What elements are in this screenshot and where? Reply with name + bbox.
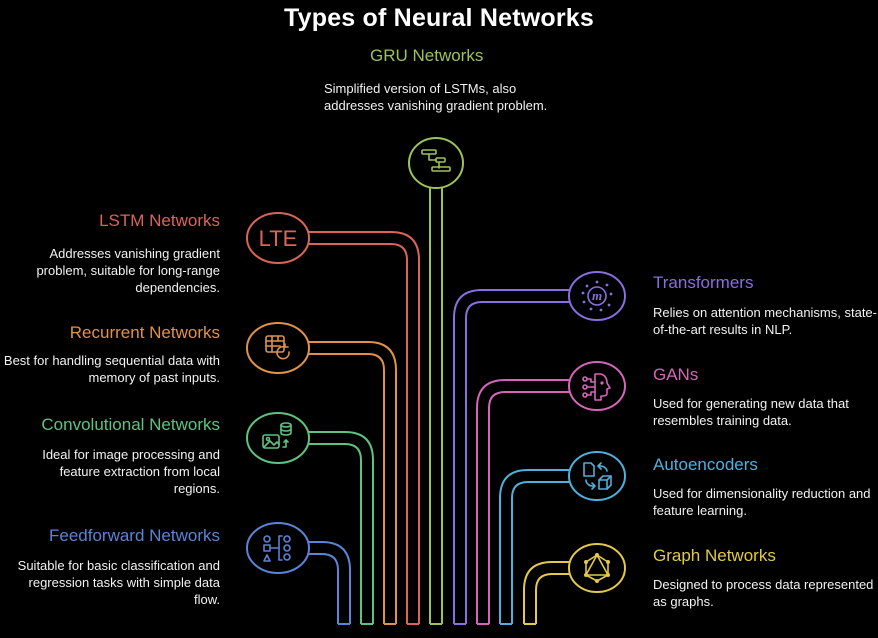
autoencoders-description: Used for dimensionality reduction and fe…	[653, 486, 871, 518]
transformers-circle-outline	[568, 271, 626, 321]
feedforward-description: Suitable for basic classification and re…	[17, 558, 220, 607]
connector-tubes	[306, 187, 569, 625]
gans-connector	[476, 379, 569, 625]
file-cube-transform-icon	[583, 462, 612, 490]
gantt-steps-icon	[421, 149, 451, 172]
lte-text-icon: LTE	[259, 226, 298, 251]
recurrent-description: Best for handling sequential data with m…	[3, 353, 220, 385]
icon-circles: LTE m	[246, 137, 626, 593]
page-title: Types of Neural Networks	[284, 4, 594, 32]
lstm-tube-outer	[306, 231, 420, 624]
autoencoders-circle-outline	[568, 451, 626, 501]
autoencoders-icon-circle	[568, 451, 626, 501]
transformers-connector	[453, 289, 569, 625]
feedforward-connector	[306, 541, 351, 625]
gru-description: Simplified version of LSTMs, also addres…	[324, 81, 548, 113]
transformers-tube-inner	[465, 301, 569, 624]
gru-circle-outline	[408, 137, 464, 189]
convolutional-icon-circle	[246, 412, 310, 464]
lstm-icon-circle: LTE	[246, 212, 310, 264]
gans-circle-outline	[568, 361, 626, 411]
convolutional-tube-outer	[306, 431, 374, 624]
lstm-description: Addresses vanishing gradient problem, su…	[36, 246, 220, 295]
recurrent-connector	[306, 341, 397, 625]
recurrent-circle-outline	[246, 322, 310, 374]
graph-triangle-icon	[584, 553, 610, 583]
table-refresh-icon	[265, 335, 290, 360]
transformers-description: Relies on attention mechanisms, state-of…	[653, 305, 877, 337]
gru-icon-circle	[408, 137, 464, 189]
gans-title: GANs	[653, 365, 699, 384]
graph-tube-outer	[523, 561, 569, 624]
convolutional-connector	[306, 431, 374, 625]
recurrent-tube-outer	[306, 341, 397, 624]
convolutional-title: Convolutional Networks	[41, 415, 220, 434]
autoencoders-title: Autoencoders	[653, 455, 758, 474]
feedforward-tube-inner	[306, 553, 339, 624]
gans-tube-outer	[476, 379, 569, 624]
transformers-icon-circle: m	[568, 271, 626, 321]
image-database-icon	[262, 422, 292, 449]
lstm-tube-inner	[306, 243, 408, 624]
gans-description: Used for generating new data that resemb…	[653, 396, 849, 428]
feedforward-tube-outer	[306, 541, 351, 624]
lstm-circle-outline	[246, 212, 310, 264]
lstm-title: LSTM Networks	[99, 211, 220, 230]
autoencoders-tube-outer	[499, 469, 569, 624]
graph-circle-outline	[568, 543, 626, 593]
gru-connector	[429, 187, 443, 625]
convolutional-description: Ideal for image processing and feature e…	[42, 447, 220, 496]
gans-tube-inner	[488, 391, 569, 624]
transformers-tube-outer	[453, 289, 569, 624]
graph-connector	[523, 561, 569, 625]
transformers-icon-text: m	[592, 288, 602, 303]
autoencoders-connector	[499, 469, 569, 625]
feedforward-icon-circle	[246, 522, 310, 574]
ai-head-icon	[582, 373, 611, 401]
lstm-icon-text: LTE	[259, 226, 298, 251]
feedforward-title: Feedforward Networks	[48, 526, 220, 545]
gans-icon-circle	[568, 361, 626, 411]
convolutional-circle-outline	[246, 412, 310, 464]
graph-title: Graph Networks	[653, 546, 776, 565]
attention-m-icon: m	[581, 280, 613, 312]
transformers-title: Transformers	[653, 273, 754, 292]
recurrent-title: Recurrent Networks	[69, 323, 220, 342]
graph-description: Designed to process data represented as …	[653, 577, 874, 609]
recurrent-tube-inner	[306, 353, 385, 624]
autoencoders-tube-inner	[511, 481, 569, 624]
gru-title: GRU Networks	[370, 46, 484, 65]
recurrent-icon-circle	[246, 322, 310, 374]
lstm-connector	[306, 231, 420, 625]
graph-tube-inner	[535, 573, 569, 624]
convolutional-tube-inner	[306, 443, 362, 624]
shapes-tree-icon	[263, 535, 291, 562]
graph-icon-circle	[568, 543, 626, 593]
